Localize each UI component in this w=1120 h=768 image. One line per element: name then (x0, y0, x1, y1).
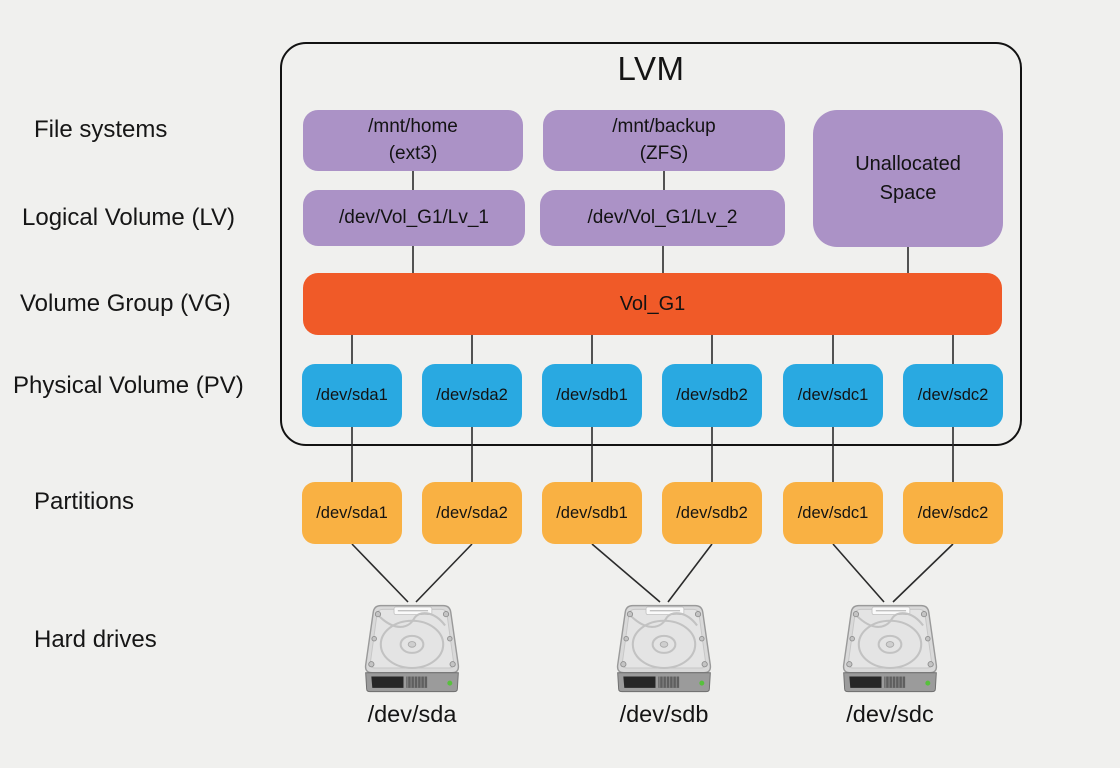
pv-box-sdc2: /dev/sdc2 (903, 364, 1003, 427)
pv-label: /dev/sdc1 (797, 386, 869, 404)
row-label-volume-group: Volume Group (VG) (20, 290, 231, 317)
volume-group-label: Vol_G1 (619, 292, 686, 315)
hard-drive-label-sda: /dev/sda (367, 701, 457, 727)
logical-volume-label: /dev/Vol_G1/Lv_1 (339, 206, 489, 228)
pv-label: /dev/sdc2 (917, 386, 989, 404)
partition-label: /dev/sda2 (436, 503, 508, 522)
pv-box-sda1: /dev/sda1 (302, 364, 402, 427)
partition-label: /dev/sdb1 (556, 503, 628, 522)
filesystem-type: (ext3) (388, 142, 438, 164)
hard-drive-label-sdc: /dev/sdc (846, 701, 934, 727)
partition-label: /dev/sda1 (316, 503, 388, 522)
filesystem-box-mnt-backup: /mnt/backup (ZFS) (543, 110, 785, 171)
partition-box-sdc1: /dev/sdc1 (783, 482, 883, 544)
row-label-hard-drives: Hard drives (34, 626, 157, 653)
filesystem-type: (ZFS) (639, 142, 689, 164)
row-label-physical-volume: Physical Volume (PV) (13, 372, 244, 399)
pv-box-sdb1: /dev/sdb1 (542, 364, 642, 427)
logical-volume-box-lv2: /dev/Vol_G1/Lv_2 (540, 190, 785, 246)
lvm-container (280, 42, 1022, 446)
pv-box-sdb2: /dev/sdb2 (662, 364, 762, 427)
pv-label: /dev/sda1 (316, 386, 388, 404)
partition-box-sdb2: /dev/sdb2 (662, 482, 762, 544)
partition-label: /dev/sdc1 (797, 503, 869, 522)
filesystem-mount: /mnt/home (368, 116, 458, 138)
logical-volume-label: /dev/Vol_G1/Lv_2 (587, 206, 738, 228)
volume-group-box: Vol_G1 (303, 273, 1002, 335)
partition-label: /dev/sdb2 (676, 503, 748, 522)
filesystem-mount: /mnt/backup (612, 116, 716, 138)
hard-drive-icon (612, 602, 716, 700)
partition-box-sda1: /dev/sda1 (302, 482, 402, 544)
hard-drive-label-sdb: /dev/sdb (619, 701, 709, 727)
row-label-file-systems: File systems (34, 116, 168, 143)
unallocated-space-box: Unallocated Space (813, 110, 1003, 247)
logical-volume-box-lv1: /dev/Vol_G1/Lv_1 (303, 190, 525, 246)
partition-box-sda2: /dev/sda2 (422, 482, 522, 544)
pv-box-sda2: /dev/sda2 (422, 364, 522, 427)
partition-box-sdc2: /dev/sdc2 (903, 482, 1003, 544)
pv-label: /dev/sda2 (436, 386, 508, 404)
diagram-title: LVM (617, 50, 685, 87)
hard-drive-icon (838, 602, 942, 700)
row-label-logical-volume: Logical Volume (LV) (22, 204, 235, 231)
hard-drive-icon (360, 602, 464, 700)
unallocated-space-label: Unallocated Space (855, 152, 961, 204)
filesystem-box-mnt-home: /mnt/home (ext3) (303, 110, 523, 171)
partition-box-sdb1: /dev/sdb1 (542, 482, 642, 544)
pv-box-sdc1: /dev/sdc1 (783, 364, 883, 427)
row-label-partitions: Partitions (34, 488, 135, 515)
partition-label: /dev/sdc2 (917, 503, 989, 522)
pv-label: /dev/sdb1 (556, 386, 628, 404)
pv-label: /dev/sdb2 (676, 386, 748, 404)
